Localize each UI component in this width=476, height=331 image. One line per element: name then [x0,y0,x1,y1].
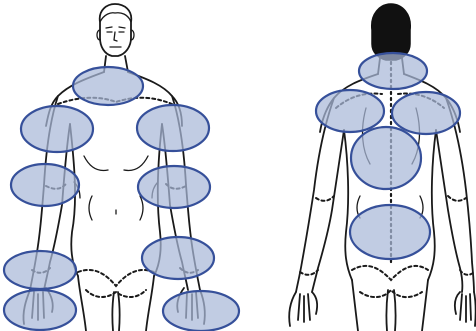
front-chest [84,156,148,170]
front-left-shoulder-marker [137,105,209,151]
front-right-shoulder-marker [21,106,93,152]
front-hip-line [78,270,154,286]
front-left-wrist-marker [142,237,214,279]
front-right-wrist-marker [4,251,76,289]
front-right-elbow-marker [11,164,79,206]
back-wrist-right-line [300,270,318,275]
front-left-elbow-marker [138,166,210,208]
front-legs [78,276,154,331]
front-right-hand-marker [4,290,76,330]
front-neck-marker [73,67,143,105]
back-elbow-right-line [316,196,334,201]
front-left-hand-marker [163,291,239,331]
back-lower-back-marker [350,205,430,259]
back-buttock-line [360,290,422,297]
back-hand-right [289,292,317,326]
back-elbow-left-line [448,196,466,201]
front-hair [100,13,131,22]
back-head-hair [372,4,411,60]
back-hand-left [455,292,476,326]
back-right-shoulder-marker [316,90,384,132]
front-eyebrows [106,27,125,28]
front-head [100,4,132,56]
front-abdomen [89,196,143,220]
back-left-shoulder-marker [392,92,460,134]
front-groin-line [86,290,146,297]
back-waist-line [352,266,428,280]
back-nape-marker [359,53,427,89]
back-upper-back-marker [351,127,421,189]
front-nose [114,32,117,41]
back-legs [352,280,428,331]
